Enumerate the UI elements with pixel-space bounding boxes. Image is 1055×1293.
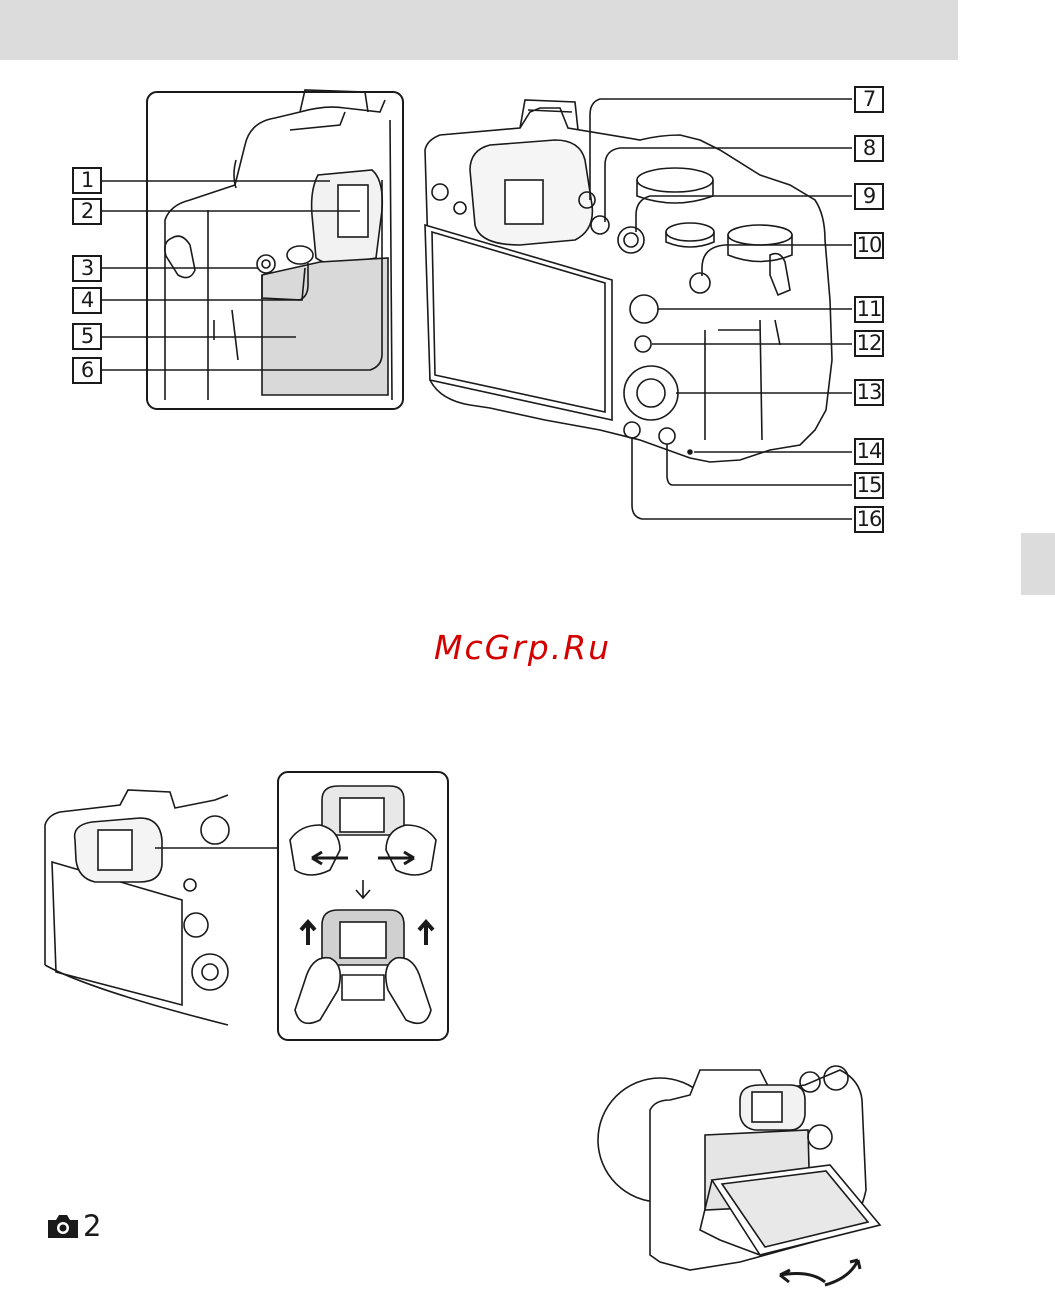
callout-7: 7: [854, 86, 884, 113]
callout-16: 16: [854, 506, 884, 533]
callout-8: 8: [854, 135, 884, 162]
tilting-monitor-diagram: [595, 1055, 895, 1293]
callout-13: 13: [854, 379, 884, 406]
callout-14: 14: [854, 438, 884, 465]
watermark: McGrp.Ru: [434, 628, 611, 667]
eyecup-removal-diagram: [40, 770, 452, 1045]
callout-9: 9: [854, 183, 884, 210]
callout-11: 11: [854, 296, 884, 323]
camera-rear-diagram: [60, 85, 900, 545]
callout-10: 10: [854, 232, 884, 259]
page-mark-number: 2: [83, 1209, 101, 1243]
camera-icon: [45, 1212, 81, 1240]
callout-5: 5: [72, 323, 102, 350]
callout-12: 12: [854, 330, 884, 357]
side-tab: [1021, 533, 1055, 595]
callout-15: 15: [854, 472, 884, 499]
header-bar: [0, 0, 958, 60]
page-mark: 2: [45, 1209, 101, 1243]
callout-4: 4: [72, 287, 102, 314]
callout-6: 6: [72, 357, 102, 384]
callout-2: 2: [72, 198, 102, 225]
callout-3: 3: [72, 255, 102, 282]
callout-1: 1: [72, 167, 102, 194]
